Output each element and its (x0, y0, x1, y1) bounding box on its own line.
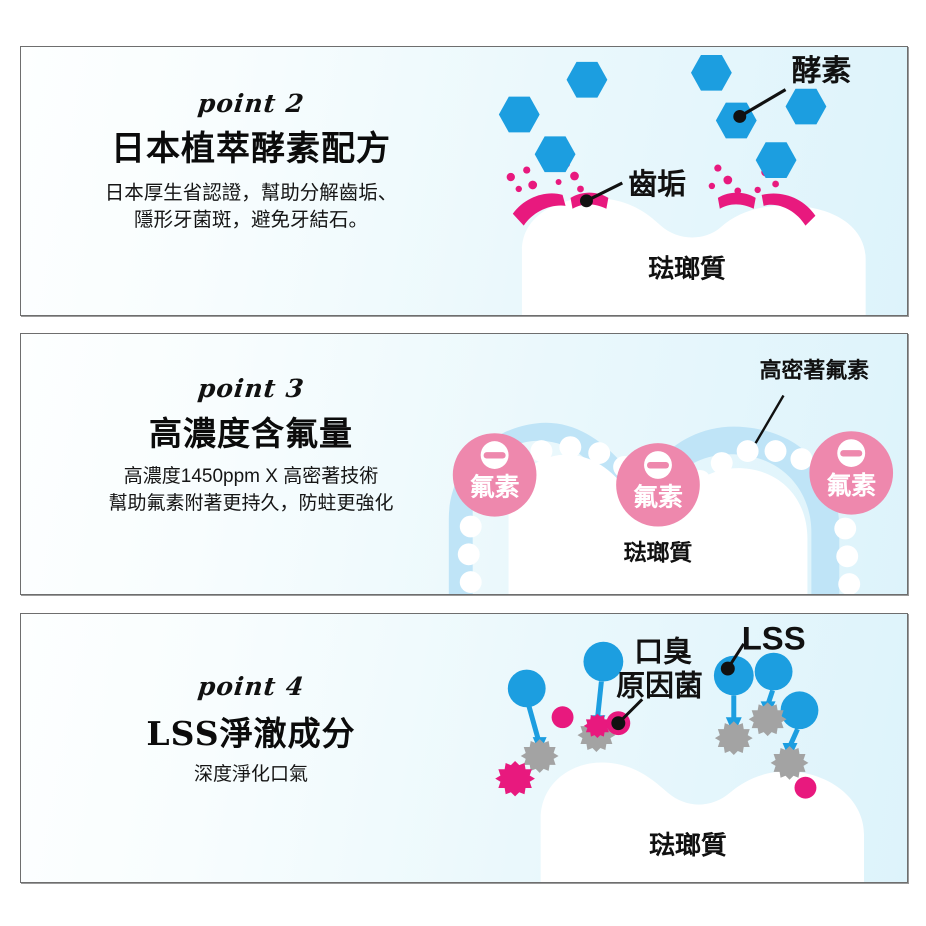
fluoride-bubble-label: 氟素 (470, 473, 520, 502)
plus-ion: + (457, 543, 480, 566)
callout-halitosis-line-1: 口臭 (634, 635, 692, 669)
callout-high-density-fluoride-text: 高密著氟素 (760, 358, 870, 384)
enzyme-hexagon (498, 96, 540, 133)
plus-ion: + (838, 573, 861, 594)
svg-text:+: + (717, 456, 726, 473)
tooth-enamel-label: 琺瑯質 (648, 253, 726, 284)
panel-2-text-column: point 3 高濃度含氟量 高濃度1450ppm X 高密著技術 幫助氟素附著… (21, 334, 481, 594)
plus-ion: + (588, 442, 611, 464)
panel-1-subtext-line-2: 隱形牙菌斑，避免牙結石。 (133, 209, 368, 232)
point-label-3: point 3 (196, 374, 306, 403)
svg-text:+: + (797, 452, 806, 469)
callout-halitosis-line-2: 原因菌 (616, 668, 703, 702)
panel-3-illustration: 口臭 原因菌 LSS 琺瑯質 (467, 614, 907, 882)
svg-text:+: + (466, 519, 475, 536)
panel-2-subtext: 高濃度1450ppm X 高密著技術 幫助氟素附著更持久，防蛀更強化 (108, 464, 393, 518)
plus-ion: + (790, 448, 813, 470)
callout-plaque-text: 齒垢 (628, 167, 686, 201)
plus-ion: + (459, 571, 482, 594)
tooth-enamel-label: 琺瑯質 (649, 830, 727, 861)
plus-ion: + (834, 517, 857, 540)
panel-2-headline: 高濃度含氟量 (149, 414, 353, 453)
callout-high-density-fluoride: 高密著氟素 (754, 358, 870, 444)
plus-ion: + (764, 440, 787, 463)
callout-halitosis-bacteria: 口臭 原因菌 (611, 635, 703, 731)
enzyme-hexagon (534, 136, 576, 173)
plus-ion: + (459, 515, 482, 538)
callout-plaque: 齒垢 (579, 167, 686, 208)
panel-2-illustration: + + + + + + + + + + + + + + + + + (401, 334, 907, 594)
fluoride-bubble-label: 氟素 (826, 471, 876, 500)
feature-panel-point-4: point 4 LSS淨澈成分 深度淨化口氣 (20, 613, 908, 883)
enzyme-hexagon (755, 142, 797, 179)
panel-2-subtext-line-1: 高濃度1450ppm X 高密著技術 (123, 465, 379, 487)
panel-1-subtext: 日本厚生省認證，幫助分解齒垢、 隱形牙菌斑，避免牙結石。 (105, 180, 398, 235)
panel-3-headline: LSS淨澈成分 (146, 714, 356, 753)
svg-text:+: + (695, 474, 704, 491)
tooth-enamel-shape (540, 762, 864, 882)
svg-text:+: + (537, 444, 546, 461)
plus-ion: + (836, 545, 859, 568)
enzyme-hexagon (785, 88, 827, 125)
callout-enzyme-text: 酵素 (792, 54, 852, 89)
callout-lss: LSS (720, 620, 806, 676)
plus-ion: + (530, 440, 553, 463)
panel-1-illustration: 酵素 齒垢 琺瑯質 (467, 47, 907, 315)
callout-lss-text: LSS (742, 620, 806, 657)
fluoride-bubble-center: 氟素 (616, 443, 700, 527)
panel-1-text-column: point 2 日本植萃酵素配方 日本厚生省認證，幫助分解齒垢、 隱形牙菌斑，避… (21, 47, 481, 315)
fluoride-bubble-left: 氟素 (452, 433, 537, 517)
panel-3-text-column: point 4 LSS淨澈成分 深度淨化口氣 (21, 614, 481, 882)
tooth-enamel-shape (521, 197, 866, 315)
plus-ion: + (710, 452, 733, 474)
panel-2-subtext-line-2: 幫助氟素附著更持久，防蛀更強化 (108, 492, 394, 514)
panel-1-headline: 日本植萃酵素配方 (111, 129, 391, 169)
fluoride-bubble-right: 氟素 (809, 431, 894, 515)
point-label-2: point 2 (196, 89, 306, 118)
point-label-4: point 4 (196, 672, 306, 701)
tooth-enamel-label: 琺瑯質 (624, 539, 693, 566)
panel-3-subtext: 深度淨化口氣 (194, 762, 308, 789)
svg-text:+: + (771, 444, 780, 461)
plaque-deposits (506, 160, 816, 226)
svg-text:+: + (743, 444, 752, 461)
lss-agents (507, 641, 819, 760)
feature-panel-point-2: point 2 日本植萃酵素配方 日本厚生省認證，幫助分解齒垢、 隱形牙菌斑，避… (20, 46, 908, 316)
svg-text:+: + (466, 575, 475, 592)
svg-text:+: + (843, 549, 852, 566)
feature-panel-point-3: point 3 高濃度含氟量 高濃度1450ppm X 高密著技術 幫助氟素附著… (20, 333, 908, 595)
svg-text:+: + (566, 440, 575, 457)
svg-text:+: + (841, 521, 850, 538)
svg-text:+: + (595, 446, 604, 463)
plus-ion: + (559, 436, 582, 459)
svg-text:+: + (845, 577, 854, 594)
callout-enzyme: 酵素 (733, 54, 851, 123)
panel-1-subtext-line-1: 日本厚生省認證，幫助分解齒垢、 (104, 181, 398, 204)
panel-3-subtext-line-1: 深度淨化口氣 (193, 763, 308, 785)
lss-drop (780, 691, 819, 760)
fluoride-bubble-label: 氟素 (633, 483, 683, 512)
plus-ion: + (736, 440, 759, 463)
lss-drop (507, 669, 547, 753)
enzyme-hexagon (690, 54, 732, 91)
svg-text:+: + (464, 547, 473, 564)
enzyme-hexagon (566, 61, 608, 98)
enzyme-hexagons (498, 54, 827, 179)
